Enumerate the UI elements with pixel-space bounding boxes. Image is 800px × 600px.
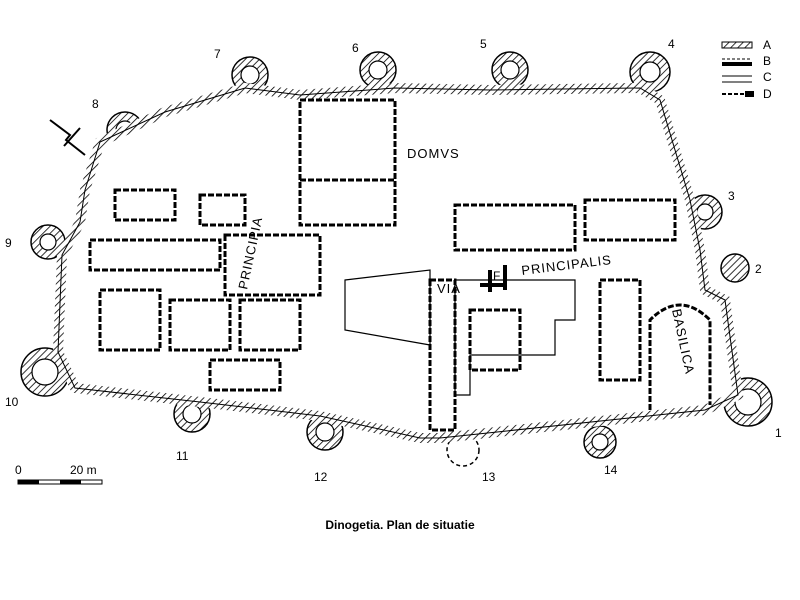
tower-label-2: 2	[755, 262, 762, 276]
tower-label-3: 3	[728, 189, 735, 203]
tower-label-9: 9	[5, 236, 12, 250]
tower-label-6: 6	[352, 41, 359, 55]
figure-caption: Dinogetia. Plan de situatie	[325, 518, 475, 532]
tower-label-4: 4	[668, 37, 675, 51]
buildings	[88, 98, 677, 432]
label-f: F	[493, 269, 500, 283]
scale-length: 20 m	[70, 463, 97, 477]
tower-13	[446, 433, 480, 467]
tower-label-12: 12	[314, 470, 328, 484]
north-arrow-icon	[49, 119, 86, 156]
legend-a: A	[763, 38, 771, 52]
domus	[298, 98, 397, 227]
legend-b: B	[763, 54, 771, 68]
legend: A B C D	[721, 38, 772, 101]
fortress-wall	[52, 82, 744, 443]
scale-zero: 0	[15, 463, 22, 477]
tower-labels: 1 2 3 4 5 6 7 8 9 10 11 12 13 14	[5, 37, 782, 484]
tower-label-11: 11	[176, 449, 189, 463]
tower-2	[720, 253, 750, 283]
tower-label-1: 1	[775, 426, 782, 440]
feature-f	[480, 265, 507, 292]
label-domus: DOMVS	[407, 146, 460, 161]
tower-label-8: 8	[92, 97, 99, 111]
scale-bar: 0 20 m	[15, 463, 103, 485]
basilica	[648, 303, 712, 410]
label-via: VIA	[437, 281, 461, 296]
tower-label-13: 13	[482, 470, 496, 484]
legend-c: C	[763, 70, 772, 84]
tower-label-14: 14	[604, 463, 618, 477]
legend-d: D	[763, 87, 772, 101]
tower-label-5: 5	[480, 37, 487, 51]
tower-label-7: 7	[214, 47, 221, 61]
tower-label-10: 10	[5, 395, 19, 409]
